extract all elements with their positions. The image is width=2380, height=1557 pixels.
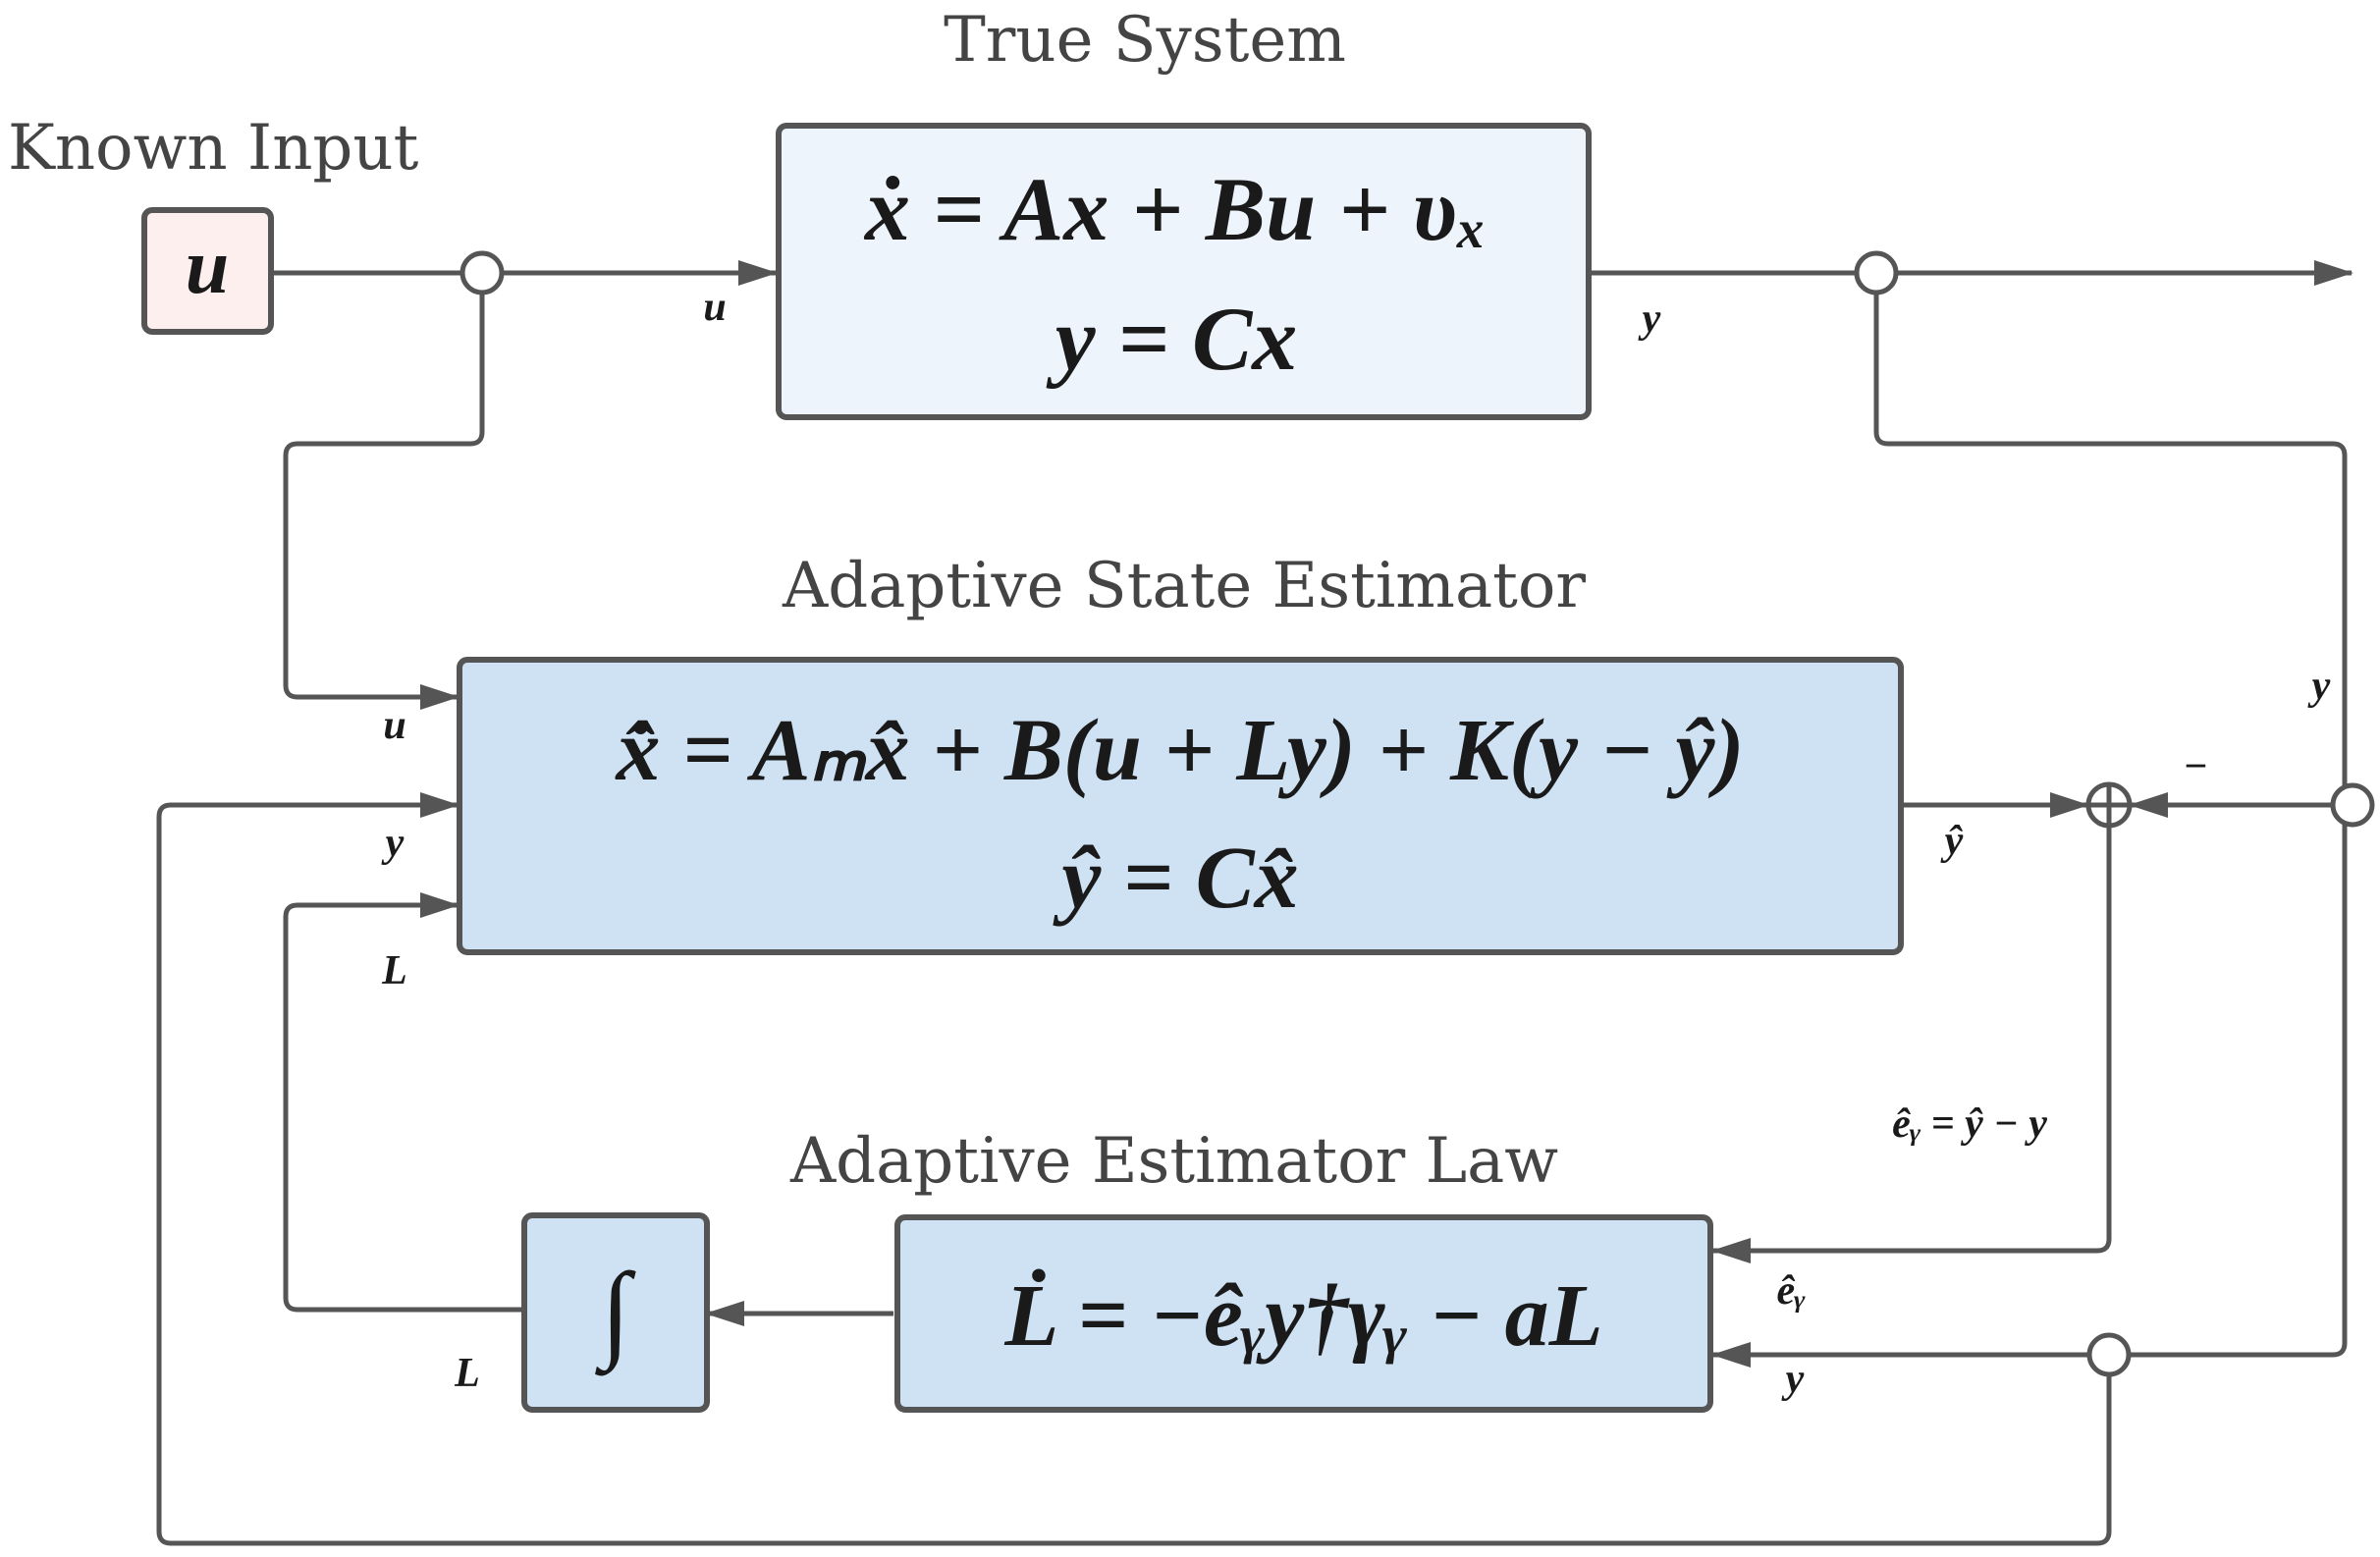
- wire-error-to-law: [1711, 827, 2112, 1263]
- known-input-title: Known Input: [8, 112, 419, 185]
- label-u-to-estimator: u: [383, 703, 406, 748]
- estimator-block: x̂̇ = Aₘx̂ + B(u + Ly) + K(y − ŷ) ŷ = Cx…: [457, 657, 1904, 955]
- integrator-symbol: ∫: [595, 1251, 636, 1376]
- label-error-definition: êᵧ = ŷ − y: [1892, 1101, 2047, 1147]
- label-y-feedback: y: [2307, 664, 2331, 709]
- label-y-to-law: y: [1781, 1357, 1805, 1402]
- label-y-to-estimator: y: [381, 821, 405, 866]
- summing-junction: [2085, 781, 2133, 829]
- law-title: Adaptive Estimator Law: [789, 1125, 1558, 1198]
- y-right-node: [2330, 782, 2375, 828]
- wire-u-to-estimator: [283, 293, 485, 710]
- label-u-to-system: u: [703, 285, 726, 330]
- label-yhat-out: ŷ: [1940, 819, 1964, 864]
- wire-L-to-estimator: [283, 892, 522, 1313]
- estimator-law-block: L̇ = −êᵧy†γᵧ − aL: [894, 1214, 1713, 1413]
- true-system-block: ẋ = Ax + Bu + υₓ y = Cx: [776, 123, 1592, 420]
- estimator-law-eq: L̇ = −êᵧy†γᵧ − aL: [1003, 1267, 1602, 1365]
- label-L-from-integrator: L: [454, 1351, 480, 1396]
- wire-y-to-estimator: [156, 792, 2112, 1546]
- true-system-state-eq: ẋ = Ax + Bu + υₓ: [863, 159, 1488, 259]
- true-system-title: True System: [944, 4, 1346, 77]
- input-symbol: u: [186, 224, 230, 310]
- u-split-node: [460, 250, 505, 295]
- estimator-title: Adaptive State Estimator: [782, 550, 1586, 622]
- label-minus-sign: −: [2183, 744, 2207, 789]
- estimator-state-eq: x̂̇ = Aₘx̂ + B(u + Ly) + K(y − ŷ): [615, 702, 1745, 799]
- integrator-block: ∫: [521, 1212, 710, 1413]
- y-split-node: [1854, 250, 1899, 295]
- y-bottom-node: [2086, 1332, 2132, 1377]
- known-input-block: u: [141, 207, 274, 335]
- estimator-output-eq: ŷ = Cx̂: [1052, 830, 1298, 927]
- label-L-to-estimator: L: [381, 948, 407, 993]
- label-y-from-system: y: [1638, 296, 1661, 342]
- wire-y-feedback-right: [1873, 293, 2348, 1358]
- true-system-output-eq: y = Cx: [1046, 289, 1298, 389]
- label-e-to-law: êᵧ: [1776, 1268, 1806, 1314]
